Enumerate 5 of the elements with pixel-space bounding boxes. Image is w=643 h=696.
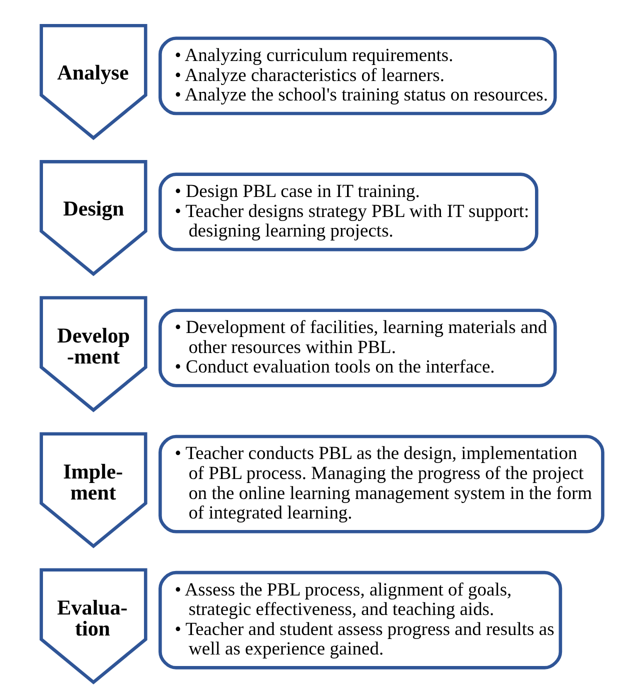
node-box: • Assess the PBL process, alignment of goals, strategic effectiveness, and teaching aids. • Teacher and student assess progress and results as well as experience gained. (158, 570, 562, 670)
node-box: • Teacher conducts PBL as the design, implementation of PBL process. Managing the progress of the project on the online learning management system in the form of integrated learning. (158, 434, 604, 534)
node-box: • Development of facilities, learning materials and other resources within PBL. • Conduct evaluation tools on the interface. (158, 308, 556, 388)
node-box: • Analyzing curriculum requirements. • Analyze characteristics of learners. • Analyze the school's training status on resources. (158, 36, 556, 116)
node-box: • Design PBL case in IT training. • Teacher designs strategy PBL with IT support: designing learning projects. (158, 172, 538, 252)
